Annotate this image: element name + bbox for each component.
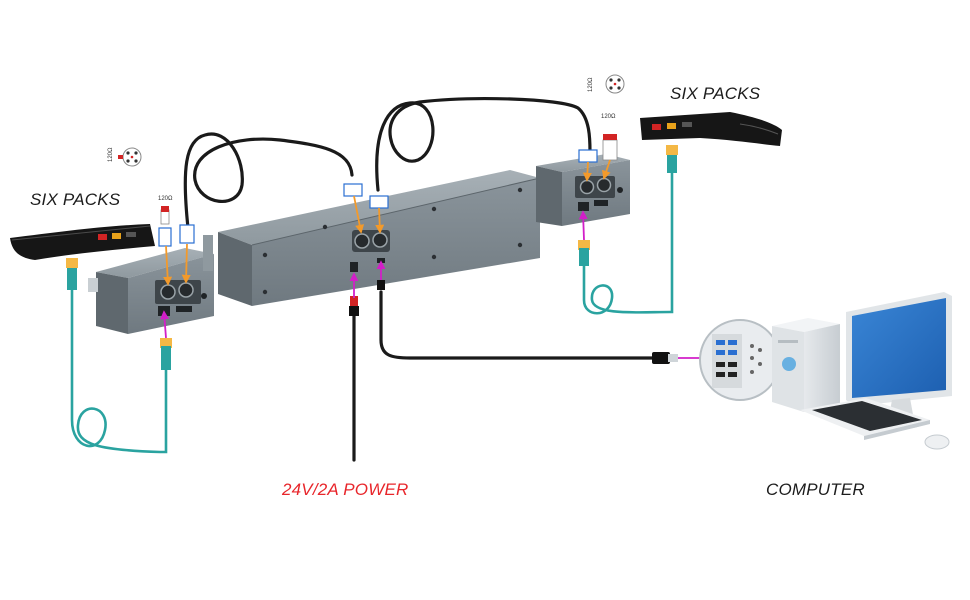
pin-label-left-vertical: 120Ω xyxy=(108,147,114,162)
terminator-label-right: 120Ω xyxy=(601,114,616,120)
computer-icon xyxy=(699,318,840,412)
six-pack-device-left xyxy=(10,224,155,260)
teal-cables xyxy=(70,168,674,454)
pin-label-right-vertical: 120Ω xyxy=(588,77,594,92)
keyboard-icon xyxy=(800,398,930,440)
black-cables xyxy=(183,97,654,462)
computer-label: COMPUTER xyxy=(766,480,865,499)
terminator-label-left: 120Ω xyxy=(158,196,173,202)
connector-pin-icon xyxy=(605,74,625,94)
left-module-box xyxy=(88,235,214,334)
connector-pin-icon xyxy=(118,147,142,167)
power-label: 24V/2A POWER xyxy=(282,480,409,499)
teal-cable-left xyxy=(70,288,168,454)
mouse-icon xyxy=(924,434,950,450)
teal-cable-right xyxy=(582,168,674,315)
cable-main-to-right xyxy=(375,97,592,192)
orange-arrows xyxy=(163,159,611,286)
usb-plug-icon xyxy=(652,352,670,364)
six-packs-label-right: SIX PACKS xyxy=(670,84,761,103)
monitor-icon xyxy=(846,292,952,429)
six-packs-label-left: SIX PACKS xyxy=(30,190,121,209)
cable-left-to-main xyxy=(183,132,354,230)
six-pack-device-right xyxy=(640,112,782,146)
usb-cable xyxy=(379,290,654,360)
connector-plugs xyxy=(66,134,678,370)
